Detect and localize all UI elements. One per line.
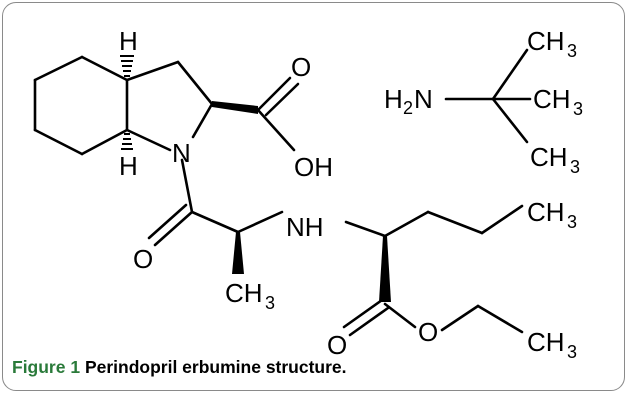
bonds: [33, 48, 532, 337]
methyl-subscript: 3: [265, 293, 275, 313]
hydrogen-label: H: [119, 151, 138, 181]
bond: [476, 304, 524, 334]
bond: [344, 220, 387, 238]
methyl-label: CH: [527, 197, 565, 227]
bond: [153, 210, 194, 247]
wedge-bond: [232, 232, 244, 274]
methyl-subscript: 3: [573, 99, 583, 119]
bond: [256, 76, 292, 112]
bond: [383, 210, 430, 238]
methyl-label: CH: [533, 84, 571, 114]
oxygen-label: O: [291, 52, 311, 82]
wedge-bond: [212, 101, 258, 114]
amine-h-label: H: [384, 84, 403, 114]
methyl-label: CH: [225, 278, 263, 308]
bond: [80, 55, 129, 82]
nitrogen-label: N: [172, 138, 191, 168]
amine-nh-label: NH: [286, 212, 324, 242]
bond: [264, 82, 300, 117]
bond: [180, 158, 194, 214]
methyl-label: CH: [527, 327, 565, 357]
methyl-label: CH: [530, 142, 568, 172]
wedge-bond: [379, 236, 391, 302]
methyl-subscript: 3: [567, 342, 577, 362]
bond: [80, 128, 129, 156]
bond: [125, 128, 172, 152]
bond: [125, 60, 180, 82]
bond: [491, 97, 529, 144]
oxygen-label: O: [133, 244, 153, 274]
bond: [426, 210, 484, 235]
amine-subscript: 2: [403, 98, 413, 118]
bond: [348, 306, 390, 337]
methyl-subscript: 3: [567, 41, 577, 61]
oxygen-label: O: [418, 317, 438, 347]
bond: [256, 108, 296, 152]
bond: [342, 298, 384, 329]
bond: [176, 60, 214, 106]
bond: [491, 48, 529, 101]
methyl-label: CH: [527, 26, 565, 56]
figure-label: Figure 1: [12, 357, 81, 377]
bond: [383, 302, 417, 329]
oxygen-label: O: [327, 330, 347, 360]
methyl-subscript: 3: [567, 212, 577, 232]
bond: [236, 210, 284, 234]
figure-frame: [2, 2, 625, 391]
bond: [440, 304, 480, 332]
figure-caption: Figure 1 Perindopril erbumine structure.: [12, 357, 347, 378]
bond: [33, 55, 84, 82]
bond: [33, 128, 84, 156]
stereo-bonds: [120, 55, 391, 302]
caption-text: Perindopril erbumine structure.: [84, 357, 347, 377]
hydrogen-label: H: [119, 26, 138, 56]
hashed-bond: [121, 133, 133, 150]
bond: [191, 102, 214, 139]
bond: [147, 203, 188, 240]
bond: [480, 204, 524, 235]
hashed-bond: [120, 55, 134, 77]
hydroxyl-label: OH: [294, 152, 333, 182]
methyl-subscript: 3: [570, 157, 580, 177]
amine-n-label: N: [414, 84, 433, 114]
bond: [190, 210, 240, 234]
